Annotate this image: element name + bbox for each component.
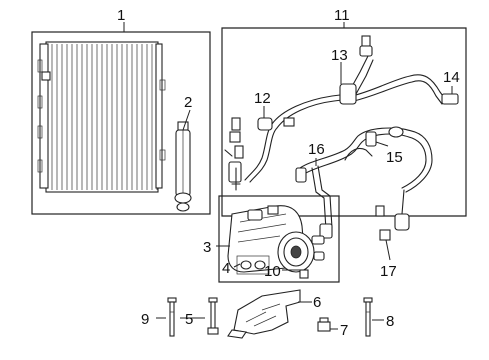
condenser-group-box [31, 31, 211, 215]
callout-9: 9 [141, 311, 149, 328]
compressor-bracket-bolt [299, 269, 309, 279]
callout-labels: 1 2 3 4 5 6 7 8 9 10 11 12 13 14 15 16 1… [117, 7, 460, 339]
leader-lines [123, 22, 453, 330]
callout-11: 11 [334, 7, 350, 24]
compressor-group-box [218, 195, 340, 283]
bolt-9 [167, 297, 177, 337]
callout-2: 2 [184, 94, 192, 111]
suction-line [295, 126, 433, 241]
callout-4: 4 [222, 260, 230, 277]
callout-17: 17 [380, 263, 397, 280]
callout-12: 12 [254, 90, 271, 107]
callout-14: 14 [443, 69, 460, 86]
callout-13: 13 [331, 47, 348, 64]
condenser [37, 41, 166, 193]
high-pressure-line [224, 35, 459, 191]
bolt-5 [207, 297, 219, 335]
callout-5: 5 [185, 311, 193, 328]
lines-group-box [221, 27, 467, 217]
compressor [227, 205, 325, 273]
heat-shield [227, 289, 301, 339]
callout-15: 15 [386, 149, 403, 166]
callout-7: 7 [340, 322, 348, 339]
receiver-drier [174, 121, 192, 212]
nut-7 [317, 317, 331, 332]
bolt-8 [363, 297, 373, 337]
callout-6: 6 [313, 294, 321, 311]
callout-8: 8 [386, 313, 394, 330]
o-ring-kit [236, 255, 270, 275]
callout-10: 10 [264, 263, 281, 280]
callout-3: 3 [203, 239, 211, 256]
callout-1: 1 [117, 7, 125, 24]
callout-16: 16 [308, 141, 325, 158]
